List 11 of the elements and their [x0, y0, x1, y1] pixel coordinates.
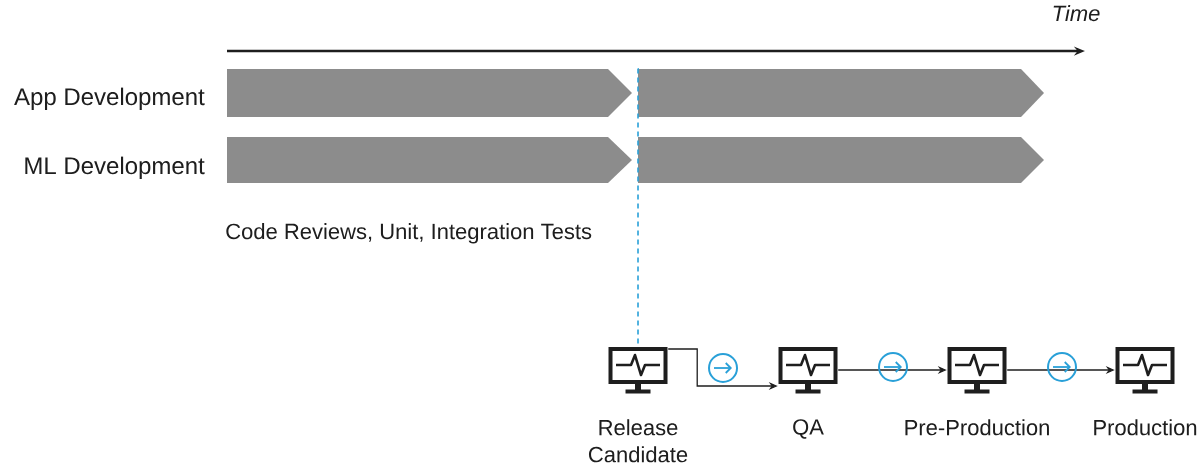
chevron-band	[638, 69, 1044, 117]
row-label: ML Development	[25, 156, 205, 179]
chevron-band	[638, 137, 1044, 183]
note-text: Code Reviews, Unit, Integration Tests	[226, 223, 592, 244]
row-label: App Development	[14, 87, 205, 110]
stage-label: QA	[793, 419, 824, 439]
stage-label: Production	[1094, 419, 1197, 436]
stage-label: Release Candidate	[588, 419, 688, 463]
connector-line	[637, 68, 639, 345]
stage-label: Pre-Production	[905, 419, 1049, 436]
axis-label: Time	[1053, 5, 1100, 22]
